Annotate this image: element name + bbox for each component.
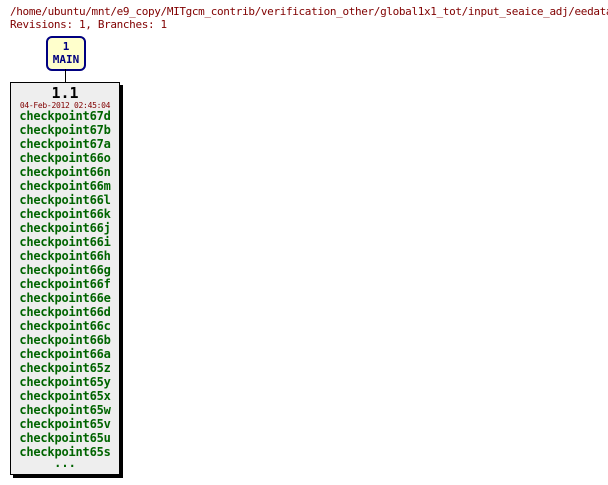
revision-node-1-1[interactable]: 1.1 04-Feb-2012 02:45:04 checkpoint67d c… <box>10 82 120 475</box>
tag-item: checkpoint65w <box>19 403 111 417</box>
revision-number: 1.1 <box>51 84 79 102</box>
tag-item: checkpoint66h <box>19 249 111 263</box>
branch-node-main[interactable]: 1 MAIN <box>46 36 86 71</box>
tag-item: checkpoint66i <box>19 235 111 249</box>
tag-item: checkpoint66o <box>19 151 111 165</box>
tag-item: checkpoint65v <box>19 417 111 431</box>
file-path: /home/ubuntu/mnt/e9_copy/MITgcm_contrib/… <box>10 5 608 18</box>
tag-item: checkpoint65x <box>19 389 111 403</box>
tag-item: checkpoint66d <box>19 305 111 319</box>
tag-item: checkpoint65u <box>19 431 111 445</box>
tag-item: checkpoint66n <box>19 165 111 179</box>
tag-item: checkpoint66a <box>19 347 111 361</box>
tag-item: checkpoint67d <box>19 109 111 123</box>
revision-summary: Revisions: 1, Branches: 1 <box>10 18 167 31</box>
tag-item: checkpoint66b <box>19 333 111 347</box>
tag-item: checkpoint66g <box>19 263 111 277</box>
revision-date: 04-Feb-2012 02:45:04 <box>19 101 111 110</box>
more-tags-ellipsis[interactable]: ... <box>54 456 76 470</box>
tag-item: checkpoint65y <box>19 375 111 389</box>
branch-number: 1 <box>62 40 70 53</box>
tag-item: checkpoint66j <box>19 221 111 235</box>
branch-name: MAIN <box>52 53 80 66</box>
tag-item: checkpoint66c <box>19 319 111 333</box>
tag-item: checkpoint65s <box>19 445 111 459</box>
tag-item: checkpoint66l <box>19 193 111 207</box>
tag-item: checkpoint67b <box>19 123 111 137</box>
tag-item: checkpoint66m <box>19 179 111 193</box>
tag-item: checkpoint66k <box>19 207 111 221</box>
tag-list: checkpoint67d checkpoint67b checkpoint67… <box>11 109 119 459</box>
branch-connector <box>65 69 66 83</box>
tag-item: checkpoint65z <box>19 361 111 375</box>
tag-item: checkpoint66e <box>19 291 111 305</box>
tag-item: checkpoint66f <box>19 277 111 291</box>
tag-item: checkpoint67a <box>19 137 111 151</box>
